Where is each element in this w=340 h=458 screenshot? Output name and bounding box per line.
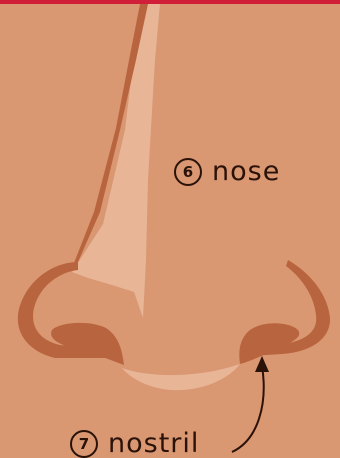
nostril-pointer-line [232,366,264,452]
label-nose: 6 nose [174,156,280,187]
label-text: nose [212,156,280,187]
nose-bridge-highlight [72,4,160,318]
nostril-pointer-arrowhead [255,356,269,372]
label-nostril: 7 nostril [70,428,199,458]
left-nostril [51,323,124,365]
label-number-badge: 7 [70,430,98,458]
columella-highlight [122,364,240,390]
label-number-badge: 6 [174,158,202,186]
label-text: nostril [108,428,199,458]
